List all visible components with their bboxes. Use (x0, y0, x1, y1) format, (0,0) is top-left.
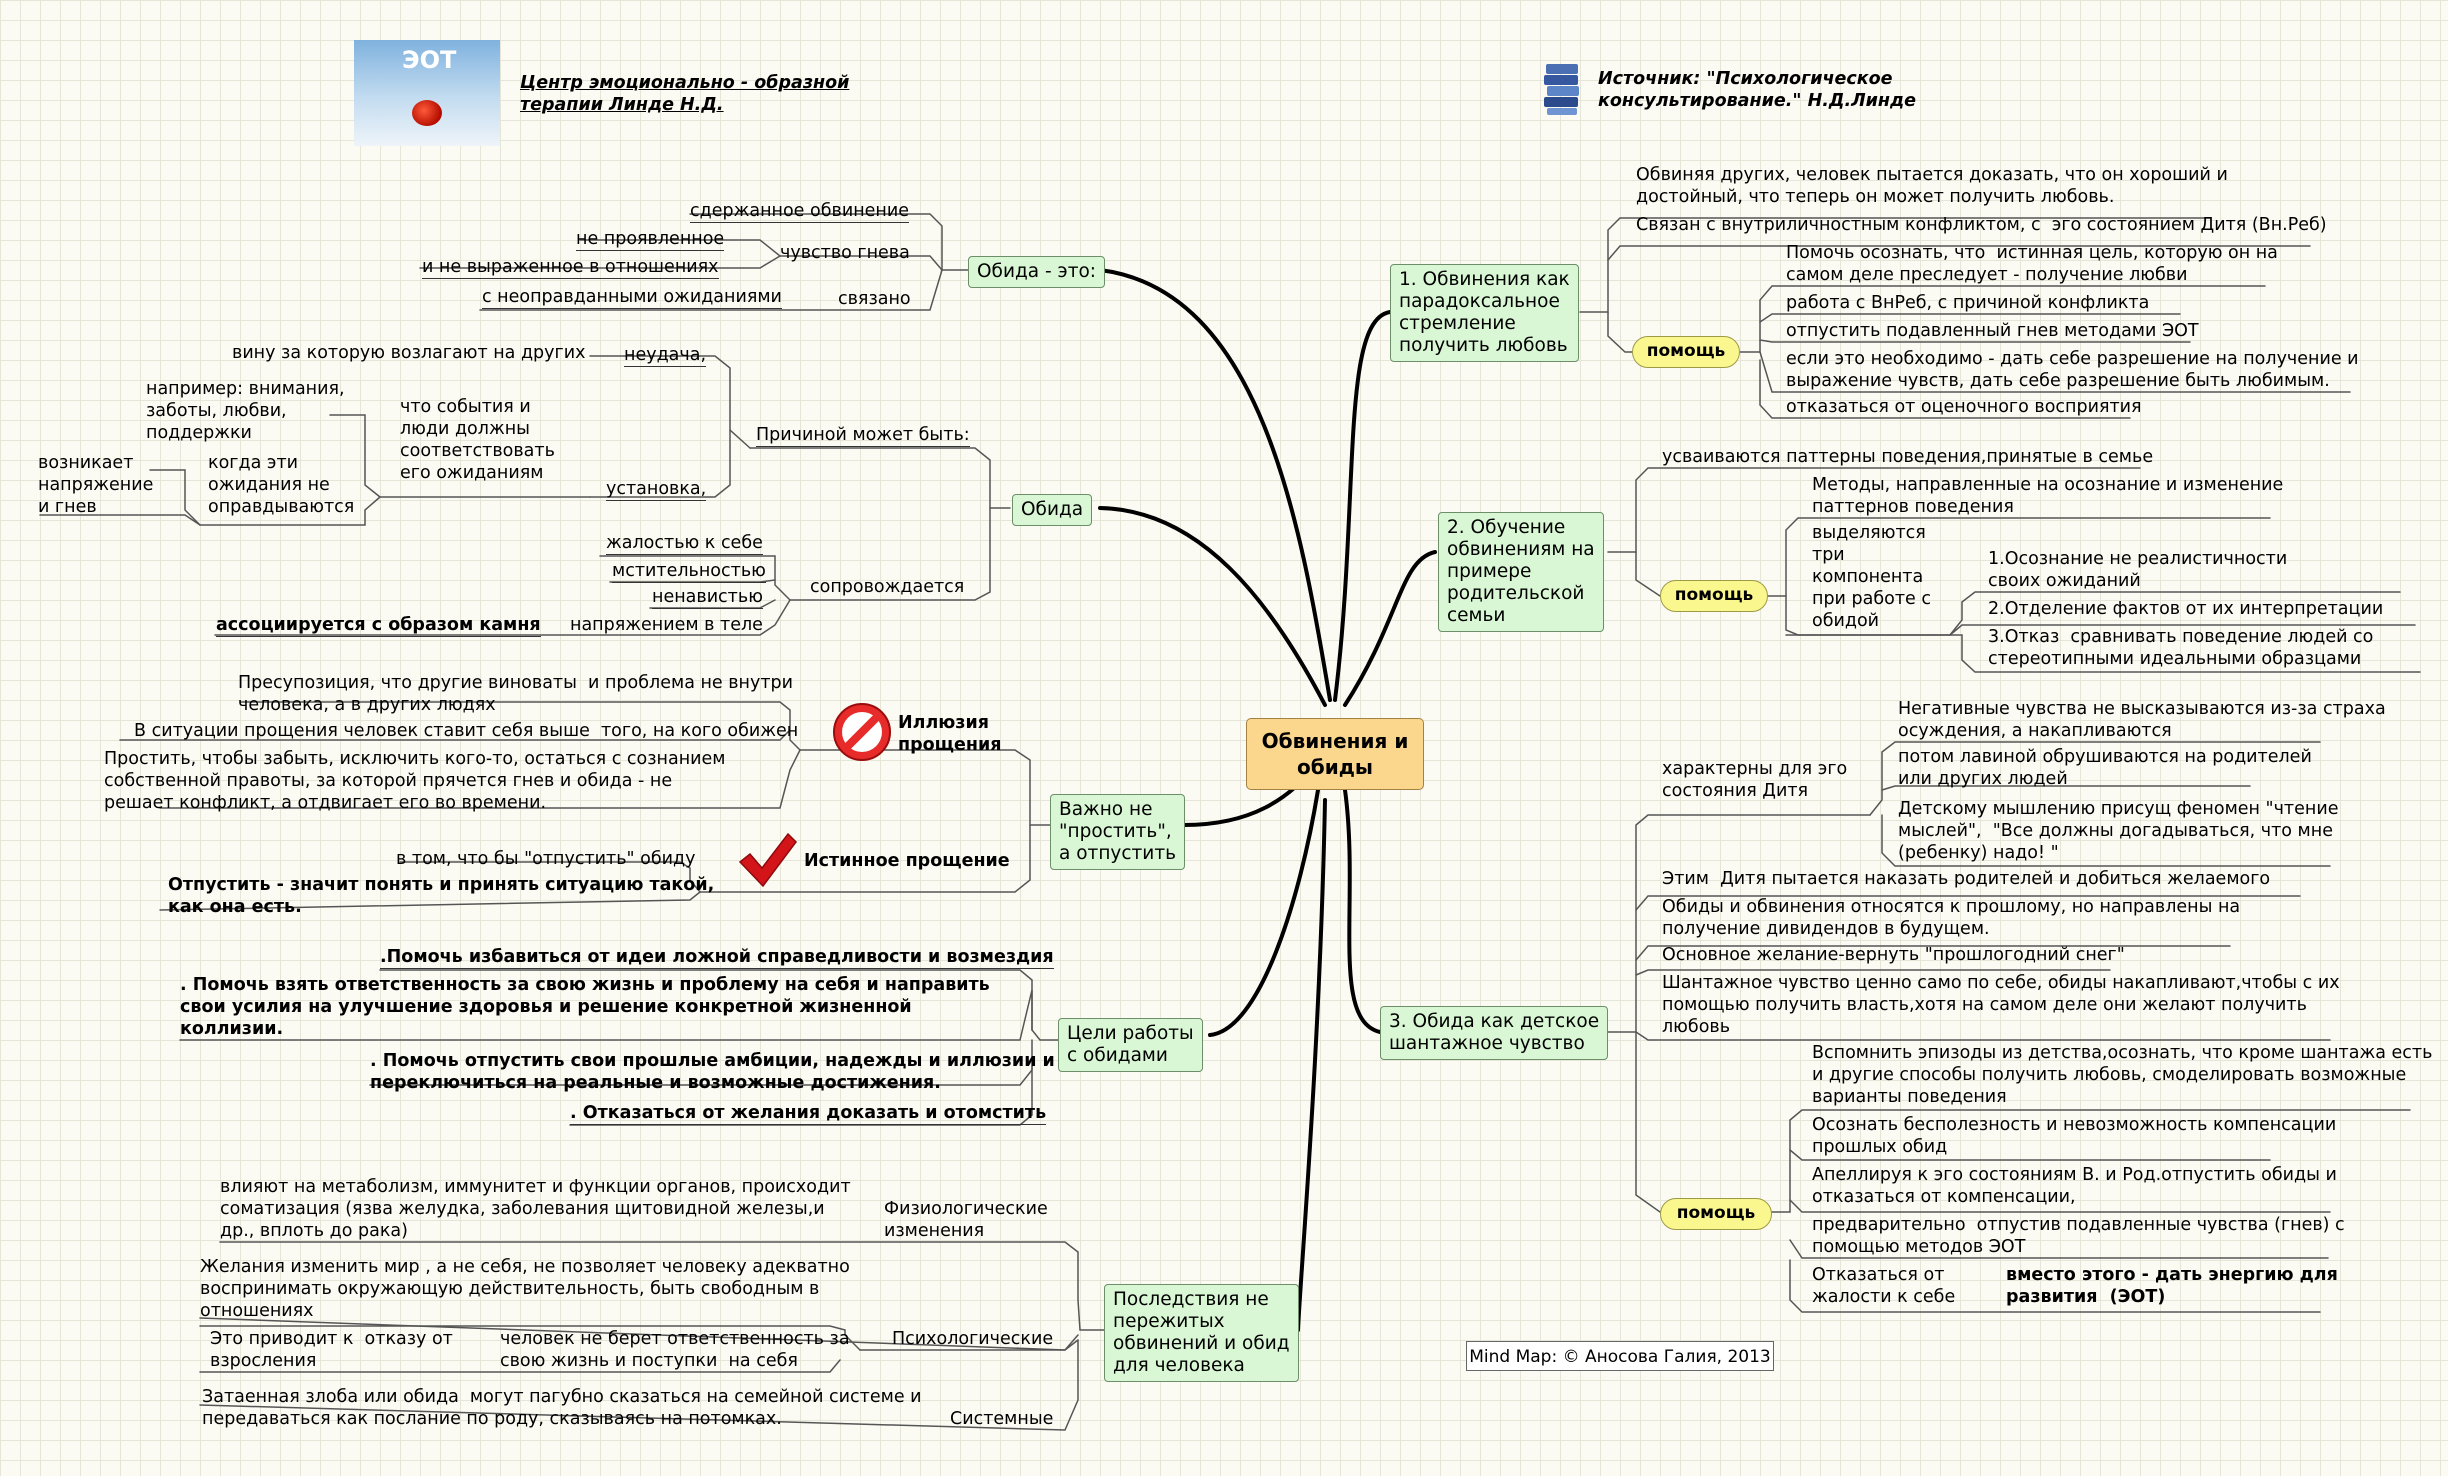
eot-logo: ЭОТ (354, 40, 500, 146)
goal-1: .Помочь избавиться от идеи ложной справе… (380, 947, 1054, 969)
item-no-responsibility: человек не берет ответственность за свою… (500, 1329, 850, 1371)
item-body-tension: напряжением в теле (570, 615, 763, 635)
center-topic[interactable]: Обвинения и обиды (1246, 718, 1424, 790)
b1-help-4: если это необходимо - дать себе разрешен… (1786, 349, 2359, 391)
b3-help-4: предварительно отпустив подавленные чувс… (1812, 1215, 2345, 1257)
b3-help-6: вместо этого - дать энергию для развития… (2006, 1265, 2338, 1307)
item-events-should: что события и люди должны соответствоват… (400, 397, 555, 483)
b2-comp-3: 3.Отказ сравнивать поведение людей со ст… (1988, 627, 2374, 669)
b3-help-badge[interactable]: помощь (1660, 1198, 1772, 1230)
b2-help-badge[interactable]: помощь (1660, 580, 1768, 612)
item-tension-anger: возникает напряжение и гнев (38, 453, 154, 517)
b3-h-item-1: Негативные чувства не высказываются из-з… (1898, 699, 2386, 741)
item-presupposition: Пресупозиция, что другие виноваты и проб… (238, 673, 794, 715)
b2-methods: Методы, направленные на осознание и изме… (1812, 475, 2284, 517)
b3-item-2: Обиды и обвинения относятся к прошлому, … (1662, 897, 2241, 939)
topic-consequences[interactable]: Последствия не пережитых обвинений и оби… (1104, 1284, 1299, 1382)
item-systemic: Системные (950, 1409, 1054, 1429)
copyright-box: Mind Map: © Аносова Галия, 2013 (1466, 1341, 1774, 1371)
item-stone: ассоциируется с образом камня (216, 615, 541, 637)
item-physiological: Физиологические изменения (884, 1199, 1048, 1241)
goal-3: . Помочь отпустить свои прошлые амбиции,… (370, 1051, 1055, 1093)
topic-accusations-love[interactable]: 1. Обвинения как парадоксальное стремлен… (1390, 264, 1579, 362)
item-forgive-to-forget: Простить, чтобы забыть, исключить кого-т… (104, 749, 726, 813)
topic-learning-family[interactable]: 2. Обучение обвинениям на примере родите… (1438, 512, 1604, 632)
item-release-means: Отпустить - значит понять и принять ситу… (168, 875, 715, 917)
b3-characteristic: характерны для эго состояния Дитя (1662, 759, 1848, 801)
item-failure: неудача, (624, 345, 707, 367)
b1-help-1: Помочь осознать, что истинная цель, кото… (1786, 243, 2278, 285)
item-attitude: установка, (606, 479, 707, 501)
eot-center-link[interactable]: Центр эмоционально - образной терапии Ли… (520, 73, 850, 115)
item-vengefulness: мстительностью (612, 561, 766, 583)
b1-item-1: Обвиняя других, человек пытается доказат… (1636, 165, 2228, 207)
topic-blackmail-feeling[interactable]: 3. Обида как детское шантажное чувство (1380, 1006, 1609, 1060)
b1-help-3: отпустить подавленный гнев методами ЭОТ (1786, 321, 2199, 341)
item-systemic-text: Затаенная злоба или обида могут пагубно … (202, 1387, 922, 1429)
item-accompanied: сопровождается (810, 577, 965, 597)
topic-obida[interactable]: Обида (1012, 494, 1093, 526)
books-icon (1544, 64, 1579, 115)
item-unmanifested: не проявленное (576, 229, 725, 251)
b3-item-3: Основное желание-вернуть "прошлогодний с… (1662, 945, 2125, 965)
true-forgiveness-label: Истинное прощение (804, 851, 1010, 871)
item-cause: Причиной может быть: (756, 425, 970, 447)
item-self-pity: жалостью к себе (606, 533, 763, 555)
item-restrained-accusation: сдержанное обвинение (690, 201, 909, 223)
illusion-label: Иллюзия прощения (898, 713, 1002, 755)
item-let-go: в том, что бы "отпустить" обиду (396, 849, 696, 869)
item-unexpressed: и не выраженное в отношениях (422, 257, 719, 279)
b3-h-item-3: Детскому мышлению присущ феномен "чтение… (1898, 799, 2339, 863)
item-physiological-text: влияют на метаболизм, иммунитет и функци… (220, 1177, 851, 1241)
b2-item-1: усваиваются паттерны поведения,принятые … (1662, 447, 2154, 467)
item-psychological: Психологические (892, 1329, 1054, 1349)
item-blame: вину за которую возлагают на других (232, 343, 586, 363)
b3-item-4: Шантажное чувство ценно само по себе, об… (1662, 973, 2340, 1037)
topic-obida-eto[interactable]: Обида - это: (968, 256, 1106, 288)
item-psychological-text: Желания изменить мир , а не себя, не поз… (200, 1257, 850, 1321)
goal-2: . Помочь взять ответственность за свою ж… (180, 975, 990, 1039)
checkmark-icon (738, 832, 797, 888)
b1-help-2: работа с ВнРеб, с причиной конфликта (1786, 293, 2150, 313)
b2-comp-1: 1.Осознание не реалистичности своих ожид… (1988, 549, 2288, 591)
source-note: Источник: "Психологическое консультирова… (1598, 69, 1916, 111)
topic-goals[interactable]: Цели работы с обидами (1058, 1018, 1203, 1072)
topic-important-release[interactable]: Важно не "простить", а отпустить (1050, 794, 1186, 870)
item-refuse-growing: Это приводит к отказу от взросления (210, 1329, 453, 1371)
b3-h-item-2: потом лавиной обрушиваются на родителей … (1898, 747, 2312, 789)
forbidden-icon (833, 703, 891, 761)
b3-help-2: Осознать бесполезность и невозможность к… (1812, 1115, 2337, 1157)
b3-help-3: Апеллируя к эго состояниям В. и Род.отпу… (1812, 1165, 2337, 1207)
heart-icon (412, 100, 442, 126)
item-connected: связано (838, 289, 911, 309)
b3-item-1: Этим Дитя пытается наказать родителей и … (1662, 869, 2271, 889)
b1-help-badge[interactable]: помощь (1632, 336, 1740, 368)
item-feeling-of-anger: чувство гнева (780, 243, 910, 263)
item-when-expectations: когда эти ожидания не оправдываются (208, 453, 355, 517)
b1-help-5: отказаться от оценочного восприятия (1786, 397, 2142, 417)
goal-4: . Отказаться от желания доказать и отомс… (570, 1103, 1047, 1125)
logo-text: ЭОТ (402, 46, 457, 74)
item-unjustified-expectations: с неоправданными ожиданиями (482, 287, 782, 309)
b1-item-2: Связан с внутриличностным конфликтом, с … (1636, 215, 2327, 235)
item-situation-forgive: В ситуации прощения человек ставит себя … (134, 721, 799, 741)
item-hatred: ненавистью (652, 587, 763, 609)
b3-help-5: Отказаться от жалости к себе (1812, 1265, 1956, 1307)
b2-comp-2: 2.Отделение фактов от их интерпретации (1988, 599, 2384, 619)
b3-help-1: Вспомнить эпизоды из детства,осознать, ч… (1812, 1043, 2433, 1107)
item-for-example: например: внимания, заботы, любви, подде… (146, 379, 345, 443)
b2-three-components: выделяются три компонента при работе с о… (1812, 523, 1931, 631)
